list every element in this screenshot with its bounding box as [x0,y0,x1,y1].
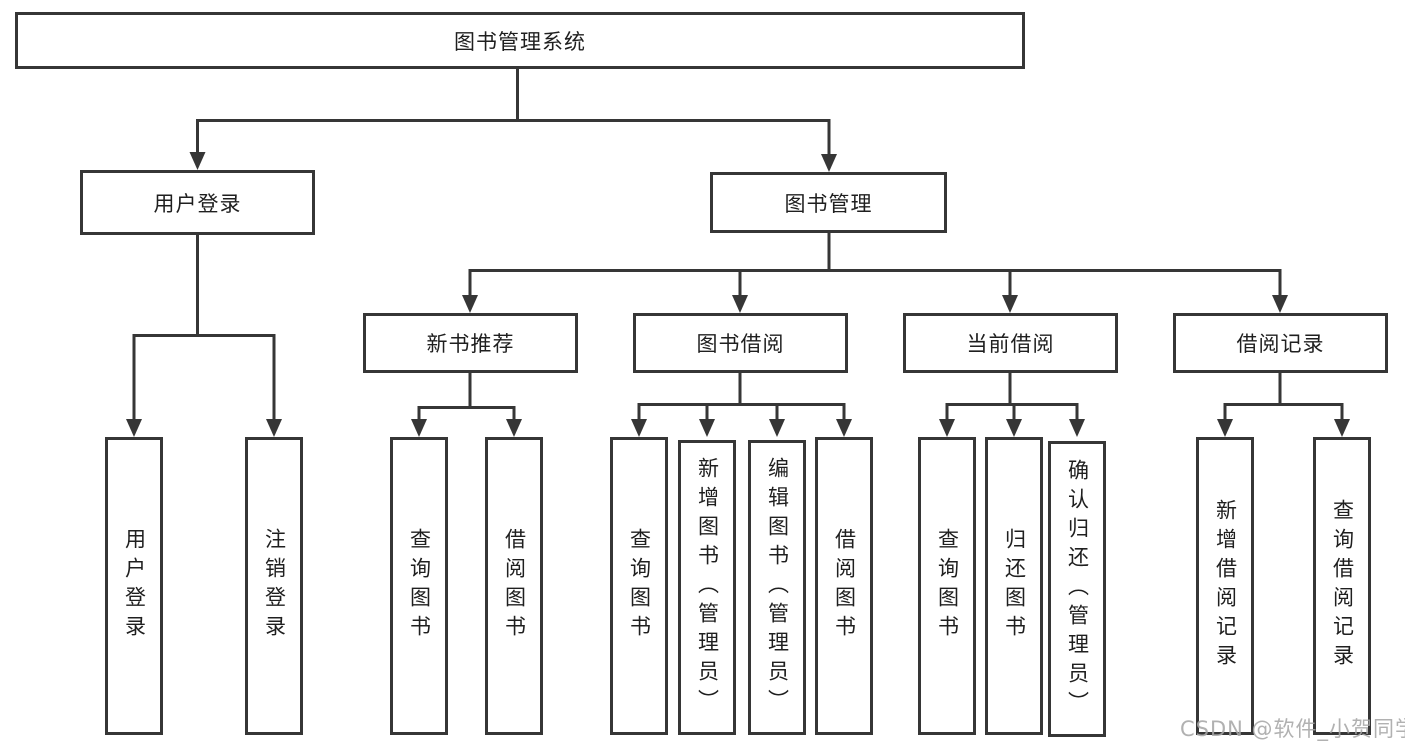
connector-root [189,69,837,172]
connector-book-borrow [631,373,852,437]
node-user-login-branch-label: 用户登录 [153,191,242,216]
leaf-borrow-edit-books: 编辑图书（管理员） [748,440,806,735]
node-current-borrow-label: 当前借阅 [966,332,1055,356]
node-root-label: 图书管理系统 [454,29,586,54]
connector-borrow-records [1217,373,1350,437]
connector-user-login [126,235,282,437]
node-borrow-records: 借阅记录 [1173,313,1388,373]
leaf-logout-label: 注销登录 [262,528,287,644]
node-book-borrow-label: 图书借阅 [696,332,785,356]
node-new-books: 新书推荐 [363,313,578,373]
leaf-records-add-record-label: 新增借阅记录 [1213,499,1238,673]
leaf-borrow-edit-books-label: 编辑图书（管理员） [765,457,790,718]
node-borrow-records-label: 借阅记录 [1236,332,1325,356]
leaf-records-add-record: 新增借阅记录 [1196,437,1254,735]
leaf-current-confirm-return-label: 确认归还（管理员） [1065,458,1090,720]
node-book-mgmt-branch-label: 图书管理 [784,191,873,216]
leaf-user-login-label: 用户登录 [122,528,147,644]
node-root: 图书管理系统 [15,12,1025,69]
leaf-newbooks-query-books: 查询图书 [390,437,448,735]
node-current-borrow: 当前借阅 [903,313,1118,373]
connector-current-borrow [939,373,1085,437]
node-book-borrow: 图书借阅 [633,313,848,373]
node-book-mgmt-branch: 图书管理 [710,172,947,233]
leaf-borrow-borrow-books: 借阅图书 [815,437,873,735]
leaf-user-login: 用户登录 [105,437,163,735]
leaf-borrow-query-books-label: 查询图书 [627,528,652,644]
leaf-current-query-books-label: 查询图书 [935,528,960,644]
leaf-logout: 注销登录 [245,437,303,735]
leaf-current-confirm-return: 确认归还（管理员） [1048,441,1106,737]
leaf-current-query-books: 查询图书 [918,437,976,735]
leaf-current-return-books-label: 归还图书 [1002,528,1027,644]
node-user-login-branch: 用户登录 [80,170,315,235]
node-new-books-label: 新书推荐 [426,332,515,356]
leaf-newbooks-query-books-label: 查询图书 [407,528,432,644]
connector-new-books [411,373,522,437]
leaf-borrow-add-books-label: 新增图书（管理员） [695,457,720,718]
leaf-borrow-add-books: 新增图书（管理员） [678,440,736,735]
leaf-records-query-record-label: 查询借阅记录 [1330,499,1355,673]
connector-book-mgmt [462,233,1288,313]
leaf-newbooks-borrow-books-label: 借阅图书 [502,528,527,644]
leaf-newbooks-borrow-books: 借阅图书 [485,437,543,735]
leaf-current-return-books: 归还图书 [985,437,1043,735]
leaf-records-query-record: 查询借阅记录 [1313,437,1371,735]
leaf-borrow-borrow-books-label: 借阅图书 [832,528,857,644]
leaf-borrow-query-books: 查询图书 [610,437,668,735]
csdn-watermark: CSDN @软件_小贺同学 [1180,717,1405,741]
